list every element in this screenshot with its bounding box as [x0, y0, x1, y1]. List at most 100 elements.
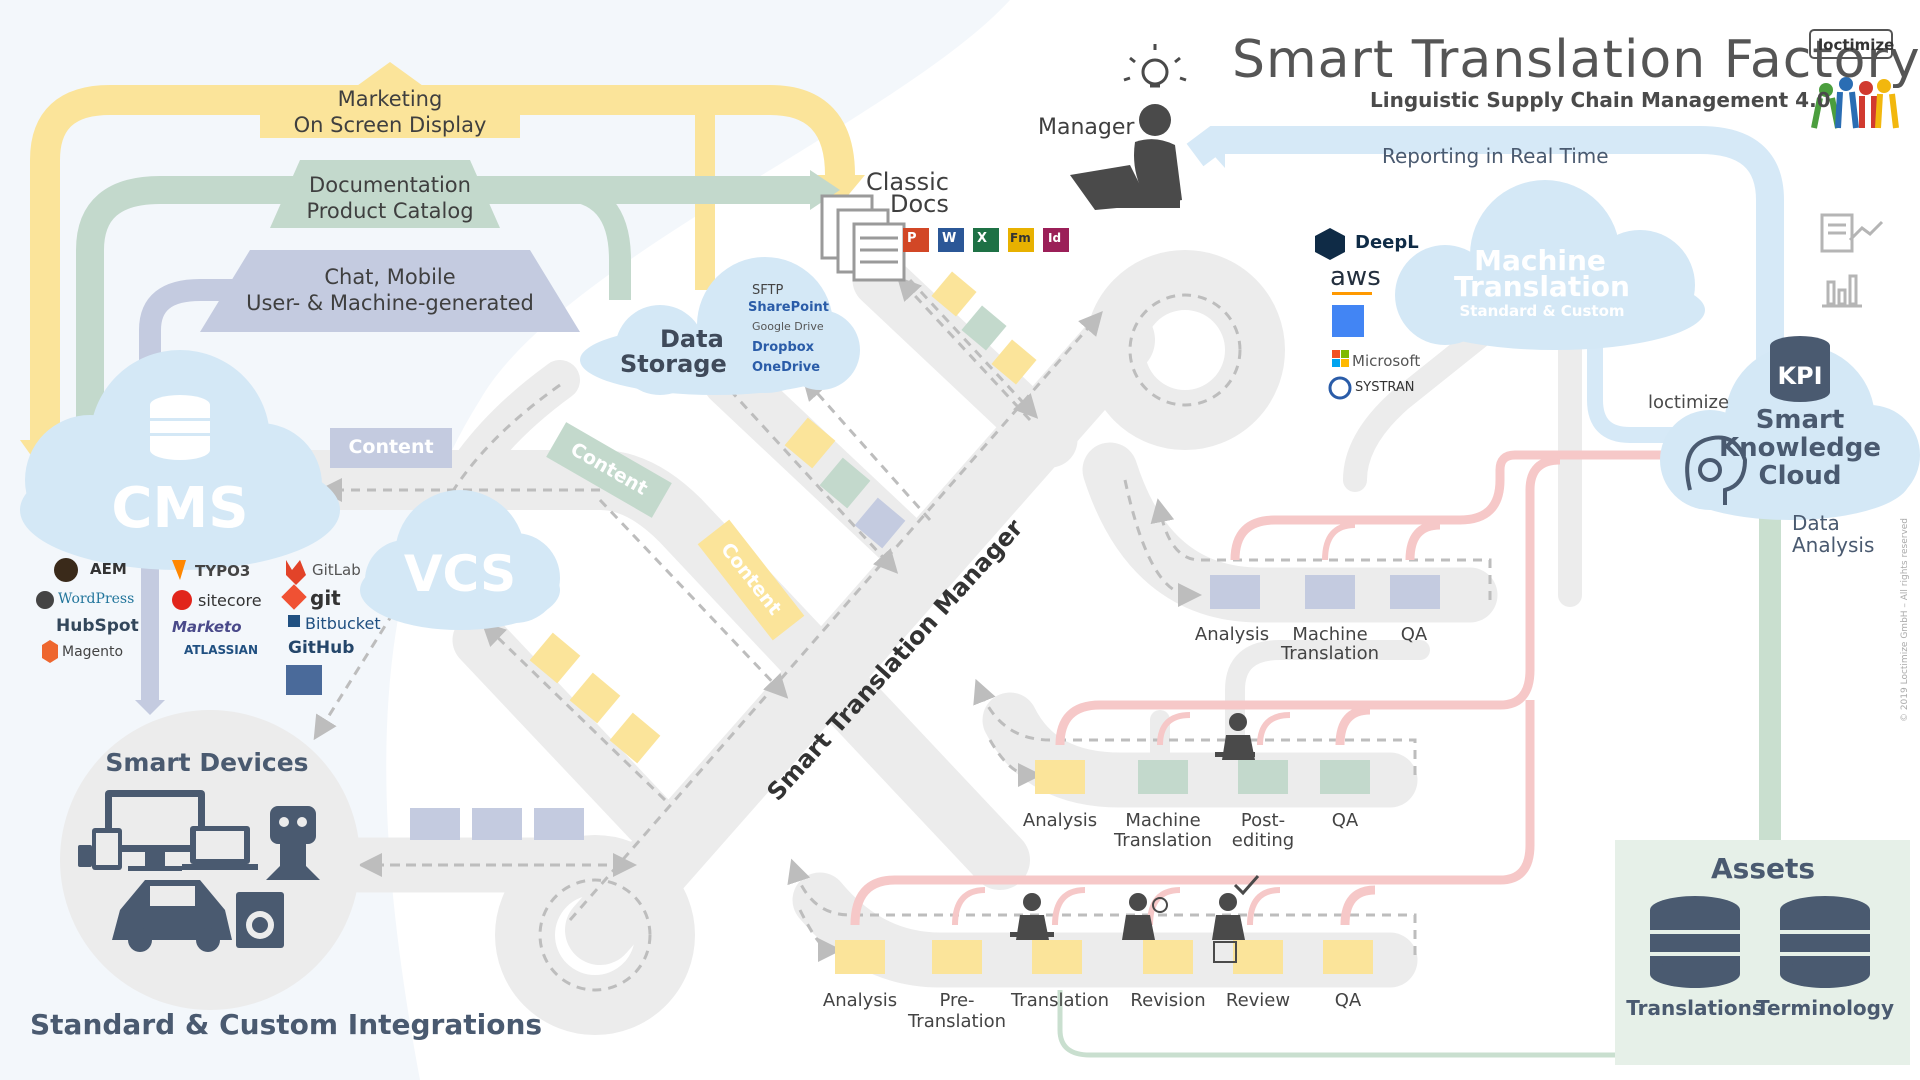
- mt-engine-logos: [1315, 228, 1372, 400]
- dash-lane2-return: [973, 678, 1417, 775]
- mt-cloud: [1395, 180, 1705, 350]
- content-tag-3-bg: [697, 519, 805, 641]
- lane1-qa-label: QA: [1400, 624, 1428, 645]
- pink-lane3-b: [952, 887, 986, 926]
- vcs-road: [452, 612, 678, 848]
- dash-docs-down: [908, 278, 1039, 419]
- reporting-arrow: [1186, 126, 1784, 360]
- reviewer-icon: [1212, 875, 1260, 963]
- kpi-database-icon: [1770, 336, 1830, 402]
- dash-storage: [313, 383, 561, 741]
- mt-engine-systran: SYSTRAN: [1355, 380, 1415, 395]
- car-icon: [112, 880, 232, 952]
- vcs-github: GitHub: [288, 638, 355, 658]
- manager-figure-icon: [1070, 104, 1182, 210]
- lane2-mt-label-2: Translation: [1113, 830, 1213, 851]
- pink-lane1: [1230, 450, 1690, 561]
- lane3-analysis-label: Analysis: [822, 990, 898, 1011]
- knowledge-label-2: Knowledge: [1719, 433, 1881, 463]
- dash-lane1-return: [1150, 498, 1492, 600]
- pink-lane3-c: [1052, 887, 1086, 926]
- dash-storage-down: [728, 388, 899, 574]
- dash-main-road: [568, 310, 1103, 921]
- storage-onedrive: OneDrive: [752, 360, 821, 375]
- pink-lane1-qa: [1405, 520, 1441, 561]
- data-analysis-2: Analysis: [1792, 533, 1875, 557]
- integrations-title: Standard & Custom Integrations: [30, 1008, 543, 1041]
- mt-subtitle: Standard & Custom: [1459, 302, 1625, 320]
- data-storage-label-2: Storage: [620, 350, 727, 378]
- smart-devices-label: Smart Devices: [105, 748, 309, 777]
- pink-lane2-qa: [1335, 705, 1371, 746]
- copyright-note: © 2019 Loctimize GmbH – All rights reser…: [1900, 517, 1910, 723]
- app-excel-label: X: [977, 231, 988, 246]
- tablet-icon: [78, 828, 122, 870]
- cms-sitecore: sitecore: [198, 591, 262, 610]
- lane3-road: [792, 872, 1418, 988]
- pink-lane3-qa: [1340, 885, 1376, 926]
- dash-roundabout-top: [1128, 293, 1242, 407]
- mt-engine-deepl: DeepL: [1355, 232, 1419, 253]
- vcs-gitlab: GitLab: [312, 561, 361, 579]
- content-tag-1: Content: [348, 436, 434, 458]
- mt-title-1: Machine: [1474, 244, 1606, 277]
- dash-roundabout-bottom: [538, 878, 652, 992]
- database-icon: [150, 395, 210, 460]
- mt-engine-microsoft: Microsoft: [1352, 352, 1421, 370]
- content-blocks: [410, 271, 1440, 974]
- manager-label: Manager: [1038, 115, 1135, 140]
- storage-sharepoint: SharePoint: [748, 300, 830, 315]
- brain-gear-icon: [1685, 435, 1748, 505]
- pink-lane2-b: [1157, 712, 1191, 746]
- storage-google-drive: Google Drive: [752, 320, 824, 333]
- documentation-right-arc: [559, 179, 631, 300]
- dash-lane2: [988, 739, 1042, 787]
- laptop-icon: [182, 826, 258, 870]
- lane3-review-label: Review: [1225, 990, 1291, 1011]
- knowledge-label-3: Cloud: [1758, 461, 1842, 491]
- roundabout-top: [1085, 250, 1285, 450]
- dash-cms-diag: [598, 498, 789, 699]
- translator-icon: [1010, 893, 1054, 940]
- cms-drop-arrow: [135, 700, 165, 715]
- documentation-label-1: Documentation: [309, 173, 471, 197]
- lane3-pretrans-label-1: Pre-: [939, 990, 975, 1011]
- reporting-label: Reporting in Real Time: [1382, 144, 1609, 168]
- roundabout-bottom: [495, 835, 695, 1035]
- dash-storage-up: [802, 376, 932, 521]
- app-word-label: W: [942, 231, 957, 246]
- knowledge-brand: loctimize: [1648, 392, 1730, 413]
- classic-docs-label-1: Classic: [866, 168, 950, 196]
- content-tag-2-bg: [546, 422, 672, 518]
- chat-label-1: Chat, Mobile: [324, 265, 456, 289]
- lane1-analysis-label: Analysis: [1194, 624, 1270, 645]
- lane2-analysis-label: Analysis: [1022, 810, 1098, 831]
- page-title: Smart Translation Factory: [1232, 30, 1920, 90]
- lane2-mt-label-1: Machine: [1125, 810, 1201, 831]
- cms-logos: [36, 558, 322, 695]
- cms-atlassian: ATLASSIAN: [184, 643, 259, 657]
- lightbulb-icon: [1123, 44, 1187, 88]
- vcs-git: git: [310, 586, 341, 610]
- cms-label: CMS: [111, 476, 249, 541]
- chat-label-2: User- & Machine-generated: [246, 291, 534, 315]
- loctimize-badge-icon: [1800, 29, 1900, 129]
- lane2-qa-label: QA: [1331, 810, 1359, 831]
- app-ppt-label: P: [907, 231, 917, 246]
- office-app-icons: [903, 228, 1069, 252]
- assets-bottom-line: [1057, 990, 1615, 1058]
- reporting-arrow-head: [1200, 126, 1225, 168]
- marketing-label-1: Marketing: [337, 87, 443, 111]
- cms-marketo: Marketo: [172, 618, 242, 636]
- data-analysis-1: Data: [1792, 511, 1840, 535]
- lane3-pretrans-label-2: Translation: [907, 1011, 1007, 1032]
- vcs-bitbucket: Bitbucket: [305, 614, 381, 633]
- lane3-qa-label: QA: [1334, 990, 1362, 1011]
- kpi-label: KPI: [1777, 362, 1823, 390]
- storage-sftp: SFTP: [752, 283, 784, 298]
- marketing-band: [260, 88, 520, 138]
- classic-docs-label-2: Docs: [890, 190, 949, 218]
- pink-lane1-b: [1322, 522, 1356, 561]
